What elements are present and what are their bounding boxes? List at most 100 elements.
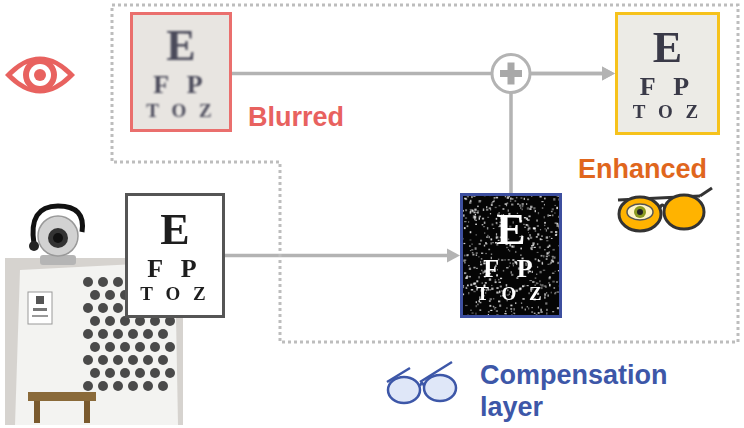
noise-texture-part xyxy=(470,210,471,212)
noise-texture-part xyxy=(544,225,545,226)
noise-texture-part xyxy=(548,282,549,284)
noise-texture-part xyxy=(470,240,472,241)
noise-texture-part xyxy=(476,234,477,236)
noise-texture-part xyxy=(537,233,539,235)
chart-letters: T O Z xyxy=(146,101,215,121)
chart-letters: E xyxy=(160,207,189,253)
noise-texture-part xyxy=(530,247,532,249)
noise-texture-part xyxy=(474,209,476,211)
noise-texture-part xyxy=(471,289,473,291)
noise-texture-part xyxy=(551,260,553,261)
noise-texture-part xyxy=(541,255,543,257)
noise-texture-part xyxy=(475,247,477,250)
yellow-glasses-part xyxy=(664,195,704,229)
camera-photo-part-part xyxy=(83,303,93,313)
camera-photo-part-part xyxy=(128,355,138,365)
noise-texture-part xyxy=(515,200,517,201)
noise-texture-part xyxy=(529,216,531,218)
camera-photo-part-part xyxy=(90,368,100,378)
noise-texture-part xyxy=(488,311,490,312)
eye-icon-part xyxy=(34,69,46,81)
camera-photo-part-part xyxy=(128,381,138,391)
noise-texture-part xyxy=(486,243,488,245)
noise-texture-part xyxy=(470,231,472,233)
noise-texture-part xyxy=(476,268,478,269)
chart-label: Enhanced xyxy=(578,153,738,185)
arrow-head xyxy=(447,249,460,263)
noise-texture-part xyxy=(475,313,476,315)
noise-texture-part xyxy=(555,223,557,224)
noise-texture-part xyxy=(472,252,474,253)
noise-texture-part xyxy=(552,208,554,210)
noise-texture-part xyxy=(496,197,499,199)
noise-texture-part xyxy=(479,309,481,311)
noise-texture-part xyxy=(546,236,548,238)
noise-texture-part xyxy=(511,311,512,312)
noise-texture-part xyxy=(552,256,554,257)
noise-texture-part xyxy=(544,249,546,250)
noise-texture-part xyxy=(468,221,469,223)
noise-texture-part xyxy=(528,232,529,233)
noise-texture-part xyxy=(496,311,498,312)
noise-texture-part xyxy=(469,245,470,247)
noise-texture-part xyxy=(547,246,548,248)
noise-texture-part xyxy=(538,212,539,214)
camera-photo-part-part xyxy=(83,355,93,365)
noise-texture-part xyxy=(486,206,487,208)
chart-letters: E xyxy=(496,207,525,253)
dashed-region xyxy=(112,5,738,342)
noise-texture-part xyxy=(517,203,519,205)
noise-texture-part xyxy=(478,256,479,257)
noise-texture-part xyxy=(512,198,514,199)
noise-texture-part xyxy=(486,236,488,238)
noise-texture-part xyxy=(551,238,553,239)
noise-texture-part xyxy=(474,218,476,220)
noise-texture-part xyxy=(469,268,471,270)
noise-texture-part xyxy=(553,198,555,201)
eye-chart-box: EF PT O ZEnhanced xyxy=(615,12,720,135)
noise-texture-part xyxy=(467,285,469,287)
chart-letters: F P xyxy=(153,71,208,98)
noise-texture-part xyxy=(482,218,484,220)
noise-texture-part xyxy=(557,223,559,225)
noise-texture-part xyxy=(471,243,472,245)
plus-symbol-part xyxy=(508,63,515,85)
noise-texture-part xyxy=(464,221,466,222)
camera-photo-part-part xyxy=(135,342,145,352)
camera-photo-part-part xyxy=(150,342,160,352)
blue-glasses-part xyxy=(420,383,424,386)
flow-arrow xyxy=(225,249,460,263)
noise-texture-part xyxy=(548,214,549,216)
camera-photo-part-part xyxy=(113,303,123,313)
noise-texture-part xyxy=(506,307,507,309)
noise-texture-part xyxy=(473,267,475,269)
noise-texture-part xyxy=(468,292,469,294)
camera-photo-part-part xyxy=(113,329,123,339)
camera-photo-part-part xyxy=(83,381,93,391)
yellow-glasses-part xyxy=(627,204,653,220)
noise-texture-part xyxy=(493,306,494,307)
noise-texture-part xyxy=(546,292,547,293)
noise-texture-part xyxy=(479,217,480,219)
camera-photo-part-part xyxy=(158,329,168,339)
noise-texture-part xyxy=(485,242,487,244)
noise-texture-part xyxy=(534,247,536,248)
noise-texture-part xyxy=(533,207,535,209)
noise-texture-part xyxy=(529,234,531,236)
noise-texture-part xyxy=(486,209,488,211)
chart-letters: F P xyxy=(483,255,538,282)
noise-texture-part xyxy=(536,236,538,238)
noise-texture-part xyxy=(549,251,550,253)
yellow-glasses-part xyxy=(634,206,646,218)
noise-texture-part xyxy=(464,243,466,244)
noise-texture-part xyxy=(532,242,534,244)
camera-photo-part-part xyxy=(120,342,130,352)
noise-texture-part xyxy=(546,312,547,314)
camera-photo-part-part xyxy=(113,277,123,287)
camera-photo-part xyxy=(34,401,40,423)
camera-photo-part-part xyxy=(90,290,100,300)
noise-texture-part xyxy=(542,262,543,264)
noise-texture-part xyxy=(533,227,536,229)
noise-texture-part xyxy=(545,228,546,230)
noise-texture-part xyxy=(463,214,465,216)
